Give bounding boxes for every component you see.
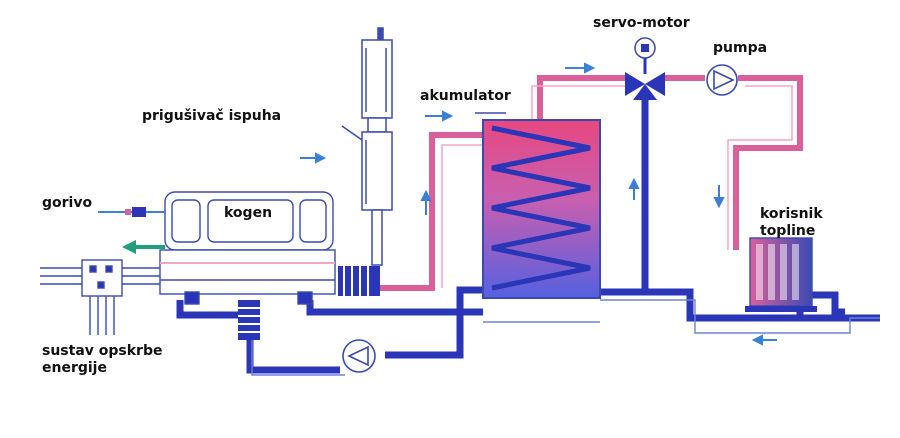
flow-arrow-exhaust: [300, 152, 327, 164]
flow-arrow-bottom: [751, 334, 777, 346]
label-prigusivac: prigušivač ispuha: [142, 108, 282, 124]
hot-supply-pipes: [380, 75, 803, 291]
label-korisnik: korisnik: [760, 206, 823, 222]
pump-bottom: [342, 339, 376, 373]
servo-motor: [625, 37, 665, 100]
fuel-inlet: [98, 207, 165, 217]
pump-top: [706, 64, 738, 96]
flow-arrow-servo: [565, 62, 596, 74]
label-sustav-opskrbe: sustav opskrbe: [42, 343, 163, 359]
flow-arrow-akumulator-top: [425, 110, 454, 122]
label-servo-motor: servo-motor: [593, 15, 690, 31]
label-gorivo: gorivo: [42, 195, 93, 211]
hot-pipe-outlines: [441, 85, 793, 288]
label-topline: topline: [760, 223, 816, 239]
flow-arrow-hot-up: [420, 189, 432, 215]
kogen-unit: [159, 191, 336, 305]
exhaust-heat-exchanger: [338, 266, 380, 296]
akumulator-tank: [475, 112, 601, 299]
return-coupling: [238, 300, 260, 340]
flow-arrows: [300, 62, 777, 346]
label-kogen: kogen: [224, 205, 273, 221]
tank-coil: [491, 125, 591, 291]
green-outlet-arrow: [122, 240, 165, 254]
flow-arrow-down: [713, 185, 725, 209]
label-pumpa: pumpa: [713, 40, 768, 56]
exhaust-silencer: [341, 27, 393, 266]
radiator: [745, 237, 817, 312]
flow-arrow-return-up: [628, 177, 640, 200]
energy-supply-box: [40, 259, 160, 335]
cold-pipe-outlines: [251, 299, 880, 376]
label-akumulator: akumulator: [420, 88, 511, 104]
label-energije: energije: [42, 360, 107, 376]
